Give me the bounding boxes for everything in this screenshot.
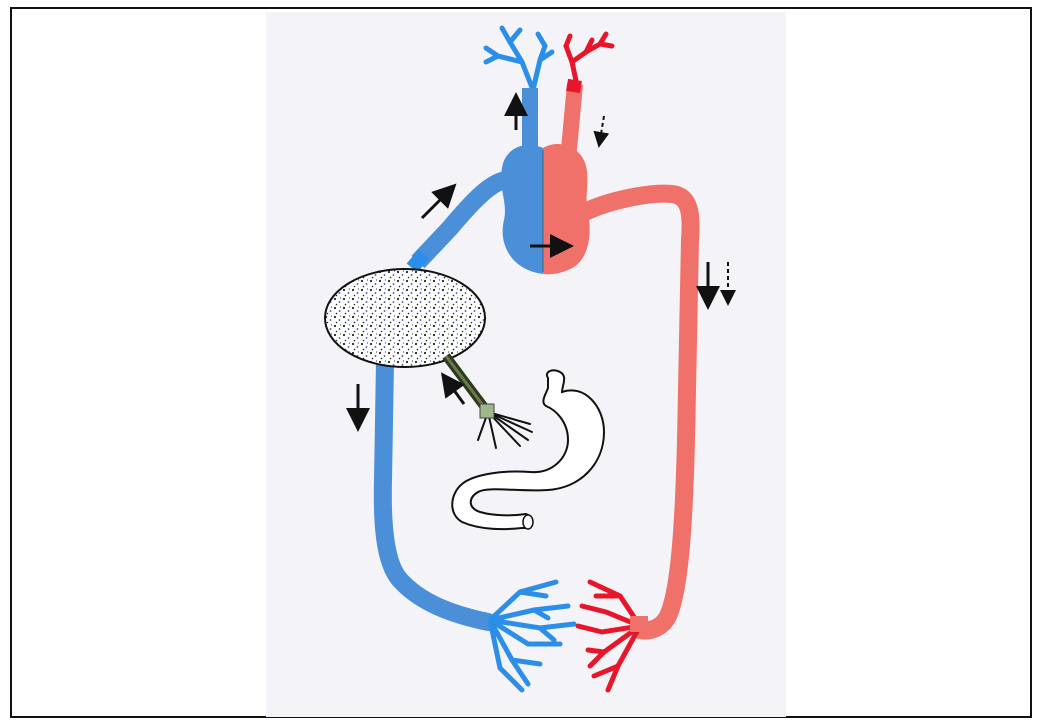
- lower-artery-branches: [578, 582, 640, 690]
- lower-vein-branches: [490, 582, 574, 690]
- hepatic-vein-tip: [412, 254, 424, 268]
- hepatic-vein: [418, 180, 508, 262]
- liver: [325, 269, 485, 367]
- liver-body: [325, 269, 485, 367]
- artery-highlight: [573, 80, 575, 92]
- intestine-opening: [523, 515, 533, 529]
- arrow-down-carotid-dotted: [600, 116, 604, 140]
- heart: [501, 144, 590, 274]
- portal-junction: [480, 404, 494, 418]
- arteriole-junction: [630, 616, 648, 632]
- arrow-portal-vein: [448, 382, 464, 404]
- heart-right-side: [501, 145, 543, 274]
- lower-capillary-bed: [490, 582, 648, 690]
- upper-capillary-bed: [486, 28, 612, 90]
- upper-vein-branches: [486, 28, 552, 90]
- arrow-hepatic-vein: [422, 192, 448, 218]
